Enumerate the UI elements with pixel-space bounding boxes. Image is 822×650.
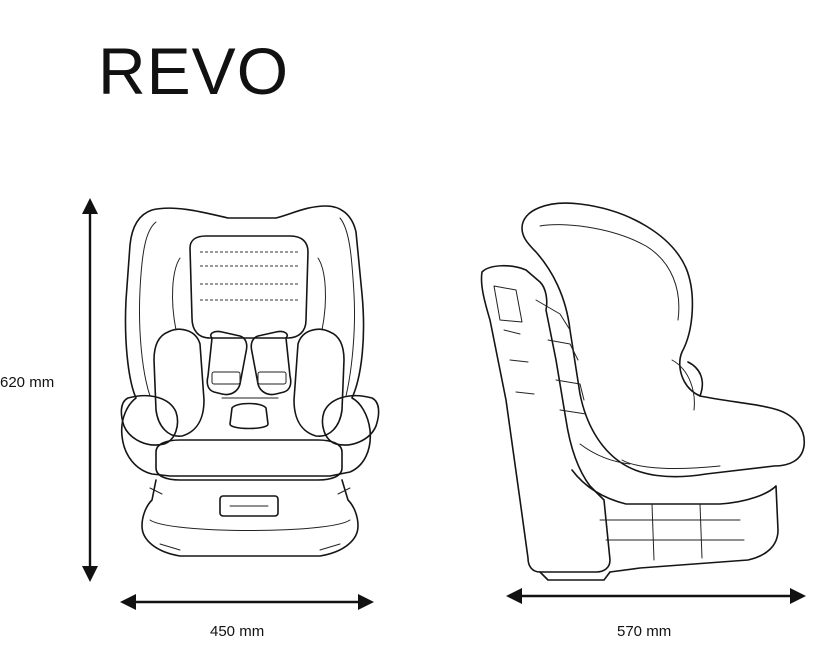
height-label: 620 mm (0, 374, 55, 391)
height-dimension-arrow (82, 198, 98, 582)
depth-label: 570 mm (617, 623, 672, 640)
width-dimension-arrow (120, 594, 374, 610)
depth-dimension-arrow (506, 588, 806, 604)
product-title: REVO (98, 34, 290, 108)
side-view-seat (480, 202, 805, 581)
front-view-seat (120, 205, 380, 557)
width-label: 450 mm (210, 623, 265, 640)
